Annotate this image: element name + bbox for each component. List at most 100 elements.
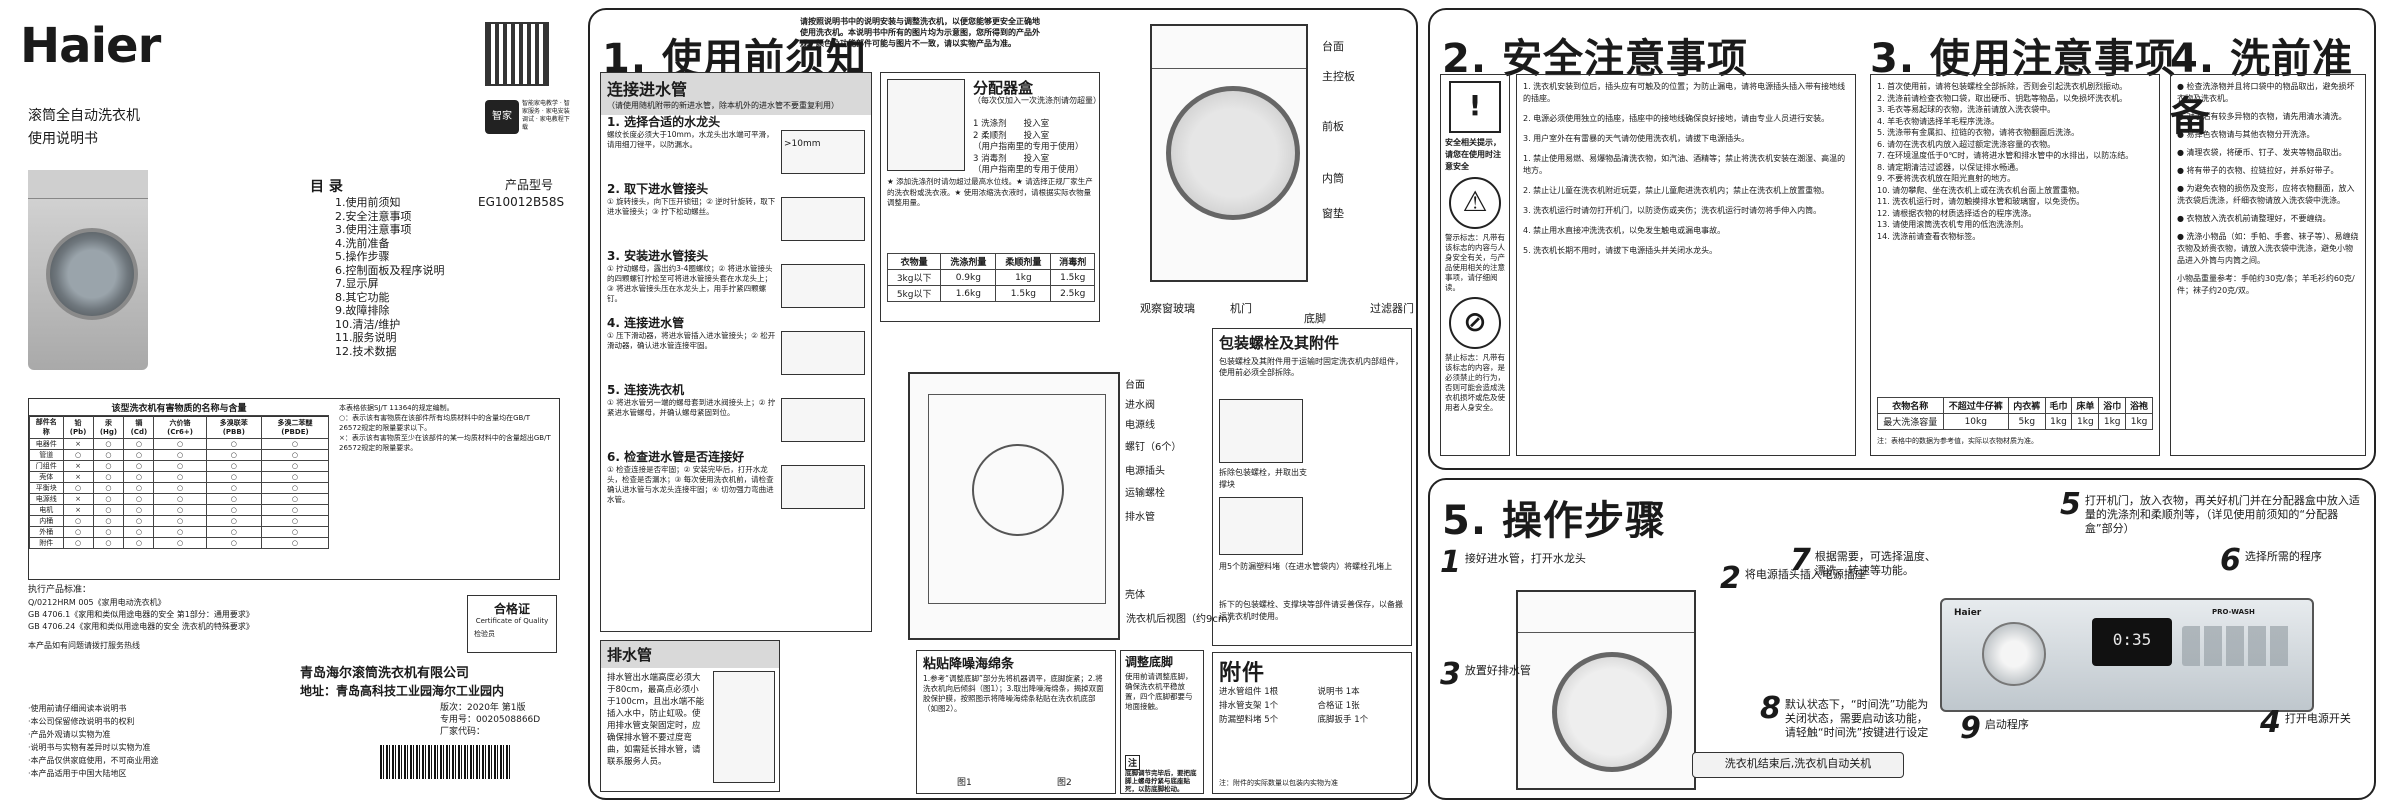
accessory-item: 合格证 1张 bbox=[1317, 701, 1360, 711]
accessory-item: 进水管组件 1根 bbox=[1219, 687, 1279, 697]
dose-cell: 1.6kg bbox=[940, 285, 997, 302]
hazard-cell: ○ bbox=[205, 438, 262, 450]
front-part-label: 台面 bbox=[1322, 40, 1344, 53]
standards-title: 执行产品标准： bbox=[28, 585, 92, 595]
usage-items: 1. 首次使用前，请将包装螺栓全部拆除，否则会引起洗衣机剧烈振动。2. 洗涤前请… bbox=[1871, 75, 2159, 248]
hazard-cell: ○ bbox=[123, 515, 155, 527]
back-part-label: 壳体 bbox=[1125, 590, 1145, 601]
safety-items-box: 1. 洗衣机安装到位后，插头应有可触及的位置；为防止漏电，请将电源插头插入带有接… bbox=[1516, 74, 1856, 456]
hazard-cell: ○ bbox=[62, 526, 94, 538]
inlet-step-title: 6. 检查进水管是否连接好 bbox=[607, 450, 745, 464]
panel-buttons[interactable] bbox=[2182, 626, 2292, 666]
transport-note: 拆下的包装螺栓、支撑块等部件请妥善保存，以备搬运洗衣机时使用。 bbox=[1219, 600, 1403, 621]
dose-cell: 1.5kg bbox=[1050, 269, 1095, 286]
hazard-cell: 平衡块 bbox=[29, 482, 64, 494]
hazard-note: ×：表示该有害物质至少在该部件的某一均质材料中的含量超出GB/T 26572规定… bbox=[339, 434, 551, 452]
safety-head: 安全相关提示，请您在使用时注意安全 bbox=[1445, 138, 1501, 171]
prep-item: ● 为避免衣物的损伤及变形，应将衣物翻面，放入洗衣袋后洗涤，纤细衣物请放入洗衣袋… bbox=[2177, 184, 2355, 205]
model-label: 产品型号 bbox=[505, 178, 554, 192]
noise-fig1-label: 图1 bbox=[957, 778, 972, 788]
usage-item: 4. 羊毛衣物请选择羊毛程序洗涤。 bbox=[1877, 116, 2000, 126]
hazard-cell: ○ bbox=[62, 449, 94, 461]
edition: 版次：2020年 第1版 专用号：0020508866D 厂家代码： bbox=[440, 702, 540, 738]
panel-knob[interactable] bbox=[1982, 622, 2046, 686]
hazard-cell: ○ bbox=[205, 537, 262, 549]
usage-item: 13. 请使用滚筒洗衣机专用的低泡洗涤剂。 bbox=[1877, 220, 2029, 229]
inlet-step-text: ① 旋转接头，向下压开锁钮；② 逆时针旋转，取下进水管接头；③ 拧下松动螺丝。 bbox=[607, 197, 776, 216]
drain-title: 排水管 bbox=[601, 641, 779, 668]
edition-label: 版次： bbox=[440, 703, 468, 713]
hazard-cell: ○ bbox=[260, 504, 330, 516]
transport-title: 包装螺栓及其附件 bbox=[1219, 334, 1340, 352]
cert-subtitle: Certificate of Quality bbox=[475, 617, 549, 625]
thread-length-label: >10mm bbox=[784, 139, 821, 149]
usage-item: 10. 请勿攀爬、坐在洗衣机上或在洗衣机台面上放置重物。 bbox=[1877, 185, 2085, 195]
load-header: 床单 bbox=[2071, 397, 2100, 414]
inlet-title: 连接进水管 bbox=[607, 80, 688, 99]
service-note: 本产品如有问题请拨打服务热线 bbox=[28, 641, 140, 650]
load-note: 注：表格中的数据为参考值，实际以衣物材质为准。 bbox=[1877, 437, 2038, 445]
toc-item: 9.故障排除 bbox=[335, 304, 390, 317]
toc-item: 7.显示屏 bbox=[335, 277, 379, 290]
safety-item: 2. 电源必须使用独立的插座，插座中的接地线确保良好接地，请由专业人员进行安装。 bbox=[1523, 114, 1830, 123]
factory-label: 厂家代码： bbox=[440, 727, 486, 737]
hazard-cell: ○ bbox=[92, 449, 125, 461]
inlet-step-row: ① 检查连接是否牢固；② 安装完毕后，打开水龙头，检查是否漏水；③ 每次使用洗衣… bbox=[607, 465, 865, 509]
inlet-step-text: ① 检查连接是否牢固；② 安装完毕后，打开水龙头，检查是否漏水；③ 每次使用洗衣… bbox=[607, 465, 774, 504]
panel-badge: PRO-WASH bbox=[2212, 608, 2255, 616]
front-part-label: 主控板 bbox=[1322, 70, 1355, 83]
panel-display: 0:35 bbox=[2092, 618, 2172, 666]
accessories-list: 进水管组件 1根排水管支架 1个防漏塑料堵 5个说明书 1本合格证 1张底脚扳手… bbox=[1219, 685, 1407, 727]
hazard-cell: ○ bbox=[153, 449, 207, 461]
qr-code bbox=[485, 22, 549, 86]
tip-item: ·说明书与实物有差异时以实物为准 bbox=[28, 743, 151, 752]
toc-item: 1.使用前须知 bbox=[335, 196, 401, 209]
dose-cell: 0.9kg bbox=[940, 269, 997, 286]
hazard-header: 汞(Hg) bbox=[92, 415, 125, 439]
dose-cell: 5kg以下 bbox=[886, 285, 942, 302]
inlet-box: 连接进水管 （请使用随机附带的新进水管，除本机外的进水管不要重复利用） 1. 选… bbox=[600, 72, 872, 632]
leveling-note: 底脚调节完毕后，要把底脚上螺母拧紧与底座贴死，以防底脚松动。 bbox=[1125, 769, 1197, 793]
front-part-label: 底脚 bbox=[1304, 312, 1326, 325]
hazard-cell: ○ bbox=[92, 471, 125, 483]
op-step-number: 5 bbox=[2060, 487, 2081, 522]
hazard-cell: ○ bbox=[153, 460, 207, 472]
hazard-cell: ○ bbox=[260, 438, 330, 450]
hazard-cell: ○ bbox=[205, 515, 262, 527]
inlet-step-illustration bbox=[781, 331, 865, 375]
prep-item: ● 对于沾有较多异物的衣物，请先用清水清洗。 bbox=[2177, 112, 2347, 121]
hazard-cell: 管道 bbox=[29, 449, 64, 461]
prep-item: ● 洗涤小物品（如：手帕、手套、袜子等）、易缠绕衣物及娇贵衣物，请放入洗衣袋中洗… bbox=[2177, 232, 2359, 265]
hazard-note: 本表格依据SJ/T 11364的规定编制。 bbox=[339, 404, 454, 412]
forbid-text: 禁止标志：凡带有该标志的内容，是必须禁止的行为，否则可能会造成洗衣机损坏或危及使… bbox=[1445, 353, 1505, 412]
back-part-label: 洗衣机后视图（约9cm） bbox=[1126, 614, 1238, 625]
op-step-number: 4 bbox=[2260, 705, 2281, 740]
hazard-cell: ○ bbox=[123, 438, 155, 450]
model-number: EG10012B58S bbox=[478, 195, 565, 209]
op-step-text: 将电源插头插入电源插座 bbox=[1744, 568, 1866, 581]
hazard-cell: ○ bbox=[260, 471, 330, 483]
hazard-cell: ○ bbox=[123, 449, 155, 461]
inlet-step-row: ① 拧动螺母，露出约3-4圈螺纹；② 将进水管接头的四颗螺钉拧松至可将进水管接头… bbox=[607, 264, 865, 308]
toc-item: 3.使用注意事项 bbox=[335, 223, 412, 236]
hazard-cell: ○ bbox=[153, 526, 207, 538]
inlet-step-title: 2. 取下进水管接头 bbox=[607, 182, 709, 196]
tip-item: ·本产品适用于中国大陆地区 bbox=[28, 769, 127, 778]
accessories-note: 注：附件的实际数量以包装内实物为准 bbox=[1219, 779, 1338, 787]
hazard-header: 铅(Pb) bbox=[62, 415, 94, 439]
hazard-cell: 门组件 bbox=[29, 460, 64, 472]
front-part-label: 观察窗玻璃 bbox=[1140, 302, 1195, 315]
hazard-cell: × bbox=[62, 460, 94, 472]
standards-list: Q/0212HRM 005《家用电动洗衣机》GB 4706.1《家用和类似用途电… bbox=[28, 597, 254, 633]
dispenser-title: 分配器盒 bbox=[973, 79, 1034, 97]
tip-item: ·本公司保留修改说明书的权利 bbox=[28, 717, 135, 726]
op-step-text: 打开电源开关 bbox=[2284, 712, 2351, 725]
transport-illus-1 bbox=[1219, 399, 1303, 463]
load-cell: 10kg bbox=[1942, 413, 2010, 430]
safety-item: 3. 用户室外在有雷暴的天气请勿使用洗衣机，请拔下电源插头。 bbox=[1523, 134, 1750, 143]
back-part-label: 进水阀 bbox=[1125, 400, 1155, 411]
op-washer bbox=[1516, 590, 1696, 790]
